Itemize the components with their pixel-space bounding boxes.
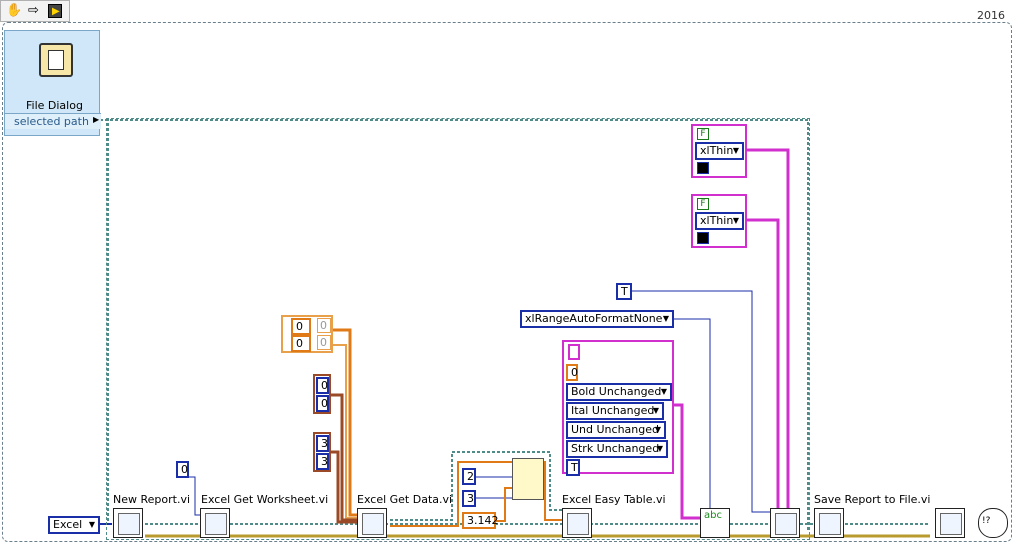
pi-wire (495, 487, 512, 522)
int-array-wire-1 (330, 393, 358, 522)
get-worksheet-vi[interactable] (200, 508, 230, 538)
border2-type-value: xlThin (700, 214, 734, 227)
border2-color[interactable] (697, 232, 709, 244)
font-bool-field[interactable]: T (566, 459, 580, 476)
inner-structure (106, 118, 810, 540)
new-report-vi[interactable] (113, 508, 143, 538)
easy-table-vi[interactable] (562, 508, 592, 538)
file-dialog-icon (39, 43, 73, 77)
build-input-a[interactable]: 2 (462, 468, 476, 485)
file-dialog-title: File Dialog (26, 99, 83, 112)
get-data-vi[interactable] (357, 508, 387, 538)
dbl-array-dim-1: 0 (317, 318, 331, 333)
build-input-b[interactable]: 3 (462, 490, 476, 507)
dropdown-icon[interactable]: ▼ (732, 146, 739, 155)
easy-table-label: Excel Easy Table.vi (562, 493, 666, 506)
font-name-field[interactable] (568, 344, 580, 360)
underline-value: Und Unchanged (571, 423, 659, 436)
dropdown-icon[interactable]: ▼ (88, 520, 95, 529)
dbl-array-wire-2 (332, 344, 358, 519)
dropdown-icon[interactable]: ▼ (732, 216, 739, 225)
font-size-field[interactable]: 0 (566, 364, 578, 381)
border-cluster-2[interactable]: F xlThin ▼ (691, 194, 747, 248)
save-report-vi[interactable] (814, 508, 844, 538)
bold-value: Bold Unchanged (571, 385, 662, 398)
path-wire (100, 119, 809, 530)
font-cluster[interactable]: 0 Bold Unchanged ▼ Ital Unchanged ▼ Und … (562, 340, 674, 476)
int-array1-item-2[interactable]: 0 (316, 395, 329, 412)
int-array1-item-1[interactable]: 0 (316, 377, 329, 394)
underline-enum[interactable]: Und Unchanged ▼ (566, 421, 666, 439)
bold-enum[interactable]: Bold Unchanged ▼ (566, 383, 672, 401)
file-dialog-node[interactable]: File Dialog selected path ▶ (4, 30, 101, 136)
toolbar: ✋ ⇨ ▶ (0, 0, 70, 22)
year-label: 2016 (977, 9, 1005, 22)
pi-const[interactable]: 3.142 (462, 512, 499, 529)
dbl-array-item-1[interactable]: 0 (291, 318, 311, 335)
worksheet-index-const[interactable]: 0 (176, 461, 189, 478)
dbl-data-wire (390, 461, 562, 527)
border1-color[interactable] (697, 162, 709, 174)
border1-flag[interactable]: F (697, 128, 709, 140)
dropdown-icon[interactable]: ▼ (660, 387, 667, 396)
dropdown-icon[interactable]: ▼ (656, 444, 663, 453)
dbl-array-wire-1 (332, 328, 358, 517)
bool-true-const[interactable]: T (616, 283, 632, 300)
border1-type[interactable]: xlThin ▼ (695, 142, 744, 160)
border-cluster-wire-2 (745, 218, 780, 510)
autoformat-value: xlRangeAutoFormatNone (525, 312, 663, 325)
arrow-icon[interactable]: ⇨ (28, 3, 39, 18)
dbl-array-const[interactable]: 0 0 0 0 (281, 315, 333, 353)
int-array-const-1[interactable]: 0 0 (313, 374, 331, 414)
dbl-array-item-2[interactable]: 0 (291, 335, 311, 352)
index-wire (189, 476, 200, 516)
build-array-node[interactable] (512, 458, 544, 500)
report-type-enum[interactable]: Excel ▼ (48, 516, 100, 534)
save-report-label: Save Report to File.vi (814, 493, 931, 506)
file-dialog-output[interactable]: selected path ▶ (5, 113, 101, 129)
strike-value: Strk Unchanged (571, 442, 660, 455)
dbl-array-dim-2: 0 (317, 335, 331, 350)
report-type-value: Excel (53, 518, 83, 531)
int-array-wire-2 (330, 450, 358, 524)
italic-value: Ital Unchanged (571, 404, 655, 417)
get-data-label: Excel Get Data.vi (357, 493, 453, 506)
dropdown-icon[interactable]: ▼ (654, 425, 661, 434)
hand-icon[interactable]: ✋ (6, 3, 23, 18)
italic-enum[interactable]: Ital Unchanged ▼ (566, 402, 664, 420)
get-worksheet-label: Excel Get Worksheet.vi (201, 493, 329, 506)
dropdown-icon[interactable]: ▼ (662, 314, 669, 323)
font-cluster-wire (672, 403, 700, 520)
autoformat-enum[interactable]: xlRangeAutoFormatNone ▼ (520, 310, 674, 328)
file-dialog-output-label: selected path (14, 115, 89, 128)
new-report-label: New Report.vi (113, 493, 191, 506)
border2-flag[interactable]: F (697, 198, 709, 210)
set-cell-value-vi[interactable]: abc (700, 508, 730, 538)
int-array-const-2[interactable]: 3 3 (313, 432, 331, 472)
outer-structure (2, 22, 1012, 542)
bool-wire (632, 290, 770, 513)
border1-type-value: xlThin (700, 144, 734, 157)
run-icon[interactable]: ▶ (48, 4, 62, 18)
data-out-wire (390, 451, 562, 521)
error-handler-vi[interactable]: !? (978, 508, 1008, 538)
int-array2-item-1[interactable]: 3 (316, 435, 329, 452)
strike-enum[interactable]: Strk Unchanged ▼ (566, 440, 668, 458)
int-array2-item-2[interactable]: 3 (316, 453, 329, 470)
border2-type[interactable]: xlThin ▼ (695, 212, 744, 230)
set-table-format-vi[interactable] (770, 508, 800, 538)
dropdown-icon[interactable]: ▼ (652, 406, 659, 415)
dispose-report-vi[interactable] (935, 508, 965, 538)
output-arrow-icon: ▶ (93, 115, 100, 124)
border-cluster-1[interactable]: F xlThin ▼ (691, 124, 747, 178)
